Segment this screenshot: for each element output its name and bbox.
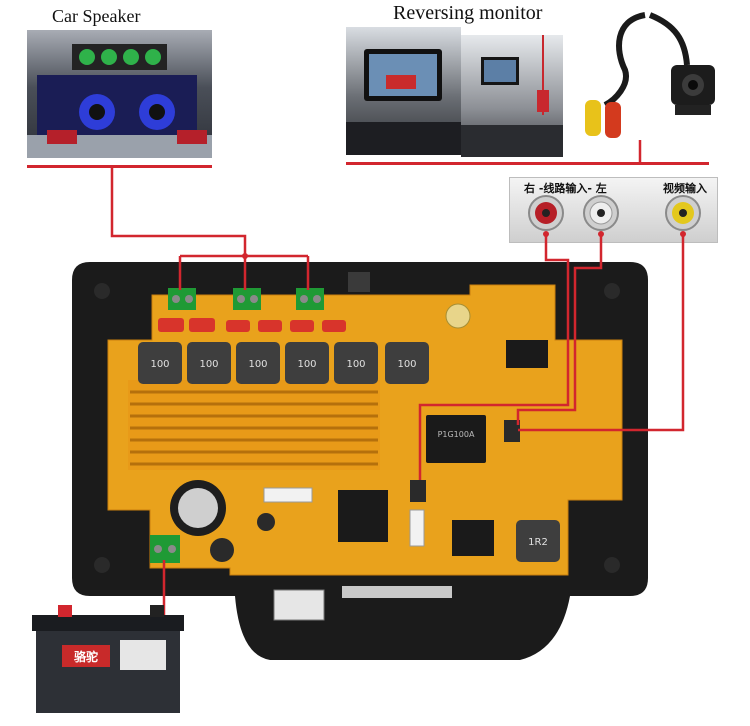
battery-brand: 骆驼 bbox=[74, 649, 98, 664]
rca-jack-video-yellow bbox=[665, 195, 701, 231]
line-input-label: 右 -线路输入- 左 bbox=[524, 182, 607, 195]
connectors bbox=[263, 420, 520, 621]
inductor-mark-7: 1R2 bbox=[528, 537, 548, 548]
rca-jack-left-white bbox=[583, 195, 619, 231]
inductor-mark-2: 100 bbox=[199, 359, 218, 370]
car-speaker-photo bbox=[27, 30, 212, 158]
power-terminal bbox=[150, 535, 180, 563]
backup-camera-photo bbox=[575, 10, 725, 160]
heatsink bbox=[128, 380, 380, 470]
inductor-mark-3: 100 bbox=[248, 359, 267, 370]
video-input-label: 视频输入 bbox=[663, 182, 707, 195]
reversing-monitor-photo bbox=[346, 27, 461, 155]
speaker-photo-baseline bbox=[27, 165, 212, 168]
chip-mark: P1G100A bbox=[438, 430, 475, 439]
wire-nodes bbox=[242, 231, 686, 259]
speaker-terminals bbox=[168, 288, 324, 310]
inductor-mark-4: 100 bbox=[297, 359, 316, 370]
coin-cell bbox=[445, 303, 471, 329]
inductor-mark-1: 100 bbox=[150, 359, 169, 370]
ic-chips bbox=[338, 340, 548, 556]
main-capacitor bbox=[170, 480, 275, 562]
monitor-photo-baseline bbox=[346, 162, 709, 165]
frame-mount-holes bbox=[94, 283, 620, 573]
rca-jack-right-red bbox=[528, 195, 564, 231]
car-speaker-label: Car Speaker bbox=[52, 6, 141, 26]
capacitors-row bbox=[158, 318, 346, 332]
inductor-mark-5: 100 bbox=[346, 359, 365, 370]
inductors bbox=[138, 342, 560, 562]
top-socket bbox=[348, 272, 370, 292]
inductor-mark-6: 100 bbox=[397, 359, 416, 370]
monitor-mounted-photo bbox=[461, 35, 563, 157]
reversing-monitor-label: Reversing monitor bbox=[393, 2, 543, 24]
car-battery bbox=[32, 605, 184, 713]
